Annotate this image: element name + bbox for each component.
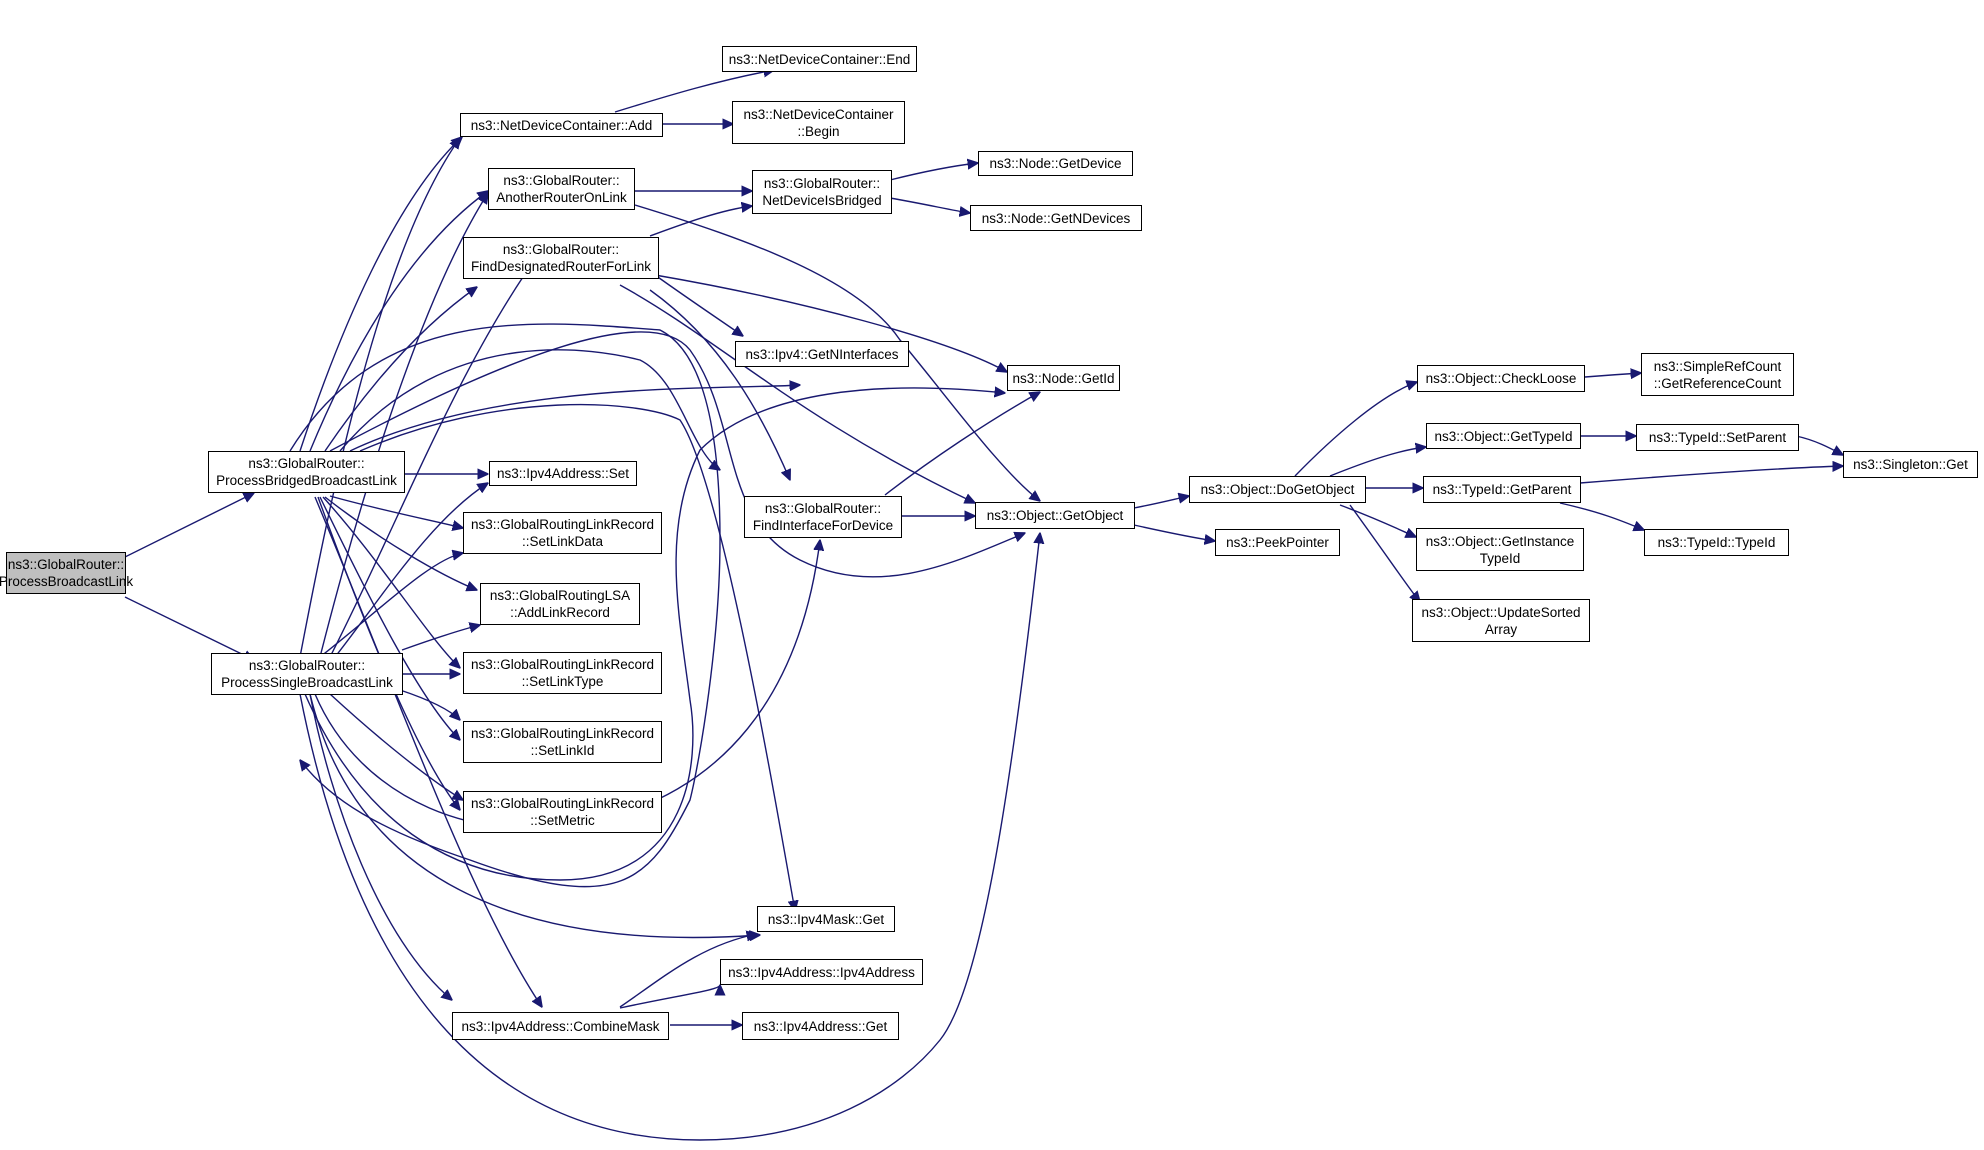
edge-getobject-peekpointer (1133, 524, 1215, 541)
node-typeid-setparent: ns3::TypeId::SetParent (1636, 424, 1799, 451)
node-node-getdevice: ns3::Node::GetDevice (978, 151, 1133, 176)
edge-bridged-setlinktype (322, 496, 460, 668)
node-object-dogetobject: ns3::Object::DoGetObject (1189, 476, 1366, 503)
edge-dogetobject-getinstancetypeid (1339, 504, 1416, 537)
node-ipv4-getninterfaces: ns3::Ipv4::GetNInterfaces (735, 341, 909, 367)
edge-bridged-getid2 (349, 385, 800, 452)
edge-getparent-typeid (1559, 502, 1644, 530)
node-setlinkid: ns3::GlobalRoutingLinkRecord ::SetLinkId (463, 721, 662, 763)
edge-bridged-add (299, 137, 462, 452)
edge-single-ipv4maskget (309, 693, 760, 937)
node-addlinkrecord: ns3::GlobalRoutingLSA ::AddLinkRecord (480, 583, 640, 625)
edge-ndib-getndevices (889, 197, 970, 213)
node-find-interface-for-device: ns3::GlobalRouter:: FindInterfaceForDevi… (744, 496, 902, 538)
edge-combinemask-ipv4address (619, 985, 720, 1009)
edge-single-getobject (299, 533, 1040, 1141)
edge-getparent-singleton (1579, 466, 1843, 484)
edge-single-set (334, 483, 488, 658)
edge-single-addlinkrecord (401, 625, 480, 651)
node-process-bridged-broadcast-link: ns3::GlobalRouter:: ProcessBridgedBroadc… (208, 451, 405, 493)
node-combinemask: ns3::Ipv4Address::CombineMask (452, 1012, 669, 1040)
node-typeid-getparent: ns3::TypeId::GetParent (1423, 476, 1581, 503)
edge-checkloose-refcount (1584, 373, 1641, 377)
node-ipv4address-ipv4address: ns3::Ipv4Address::Ipv4Address (720, 959, 923, 985)
edge-dogetobject-updatesortedarray (1349, 504, 1420, 602)
node-object-checkloose: ns3::Object::CheckLoose (1417, 365, 1585, 392)
node-netdevicecontainer-begin: ns3::NetDeviceContainer ::Begin (732, 101, 905, 144)
edge-another-getobject (634, 204, 1040, 501)
edge-ndib-getdevice (889, 163, 978, 181)
node-peekpointer: ns3::PeekPointer (1215, 529, 1340, 556)
node-node-getndevices: ns3::Node::GetNDevices (970, 205, 1142, 231)
edge-pbl-bridged (124, 493, 254, 558)
node-object-gettypeid: ns3::Object::GetTypeId (1426, 423, 1581, 449)
edge-single-setlinkdata (319, 553, 463, 658)
edge-dogetobject-gettypeid (1329, 447, 1426, 477)
edge-bridged-fdr (324, 287, 477, 452)
edge-bridged-another (309, 191, 488, 452)
edge-bridged-getobject (329, 331, 1025, 578)
node-netdevicecontainer-end: ns3::NetDeviceContainer::End (722, 46, 917, 72)
node-netdevicecontainer-add: ns3::NetDeviceContainer::Add (460, 113, 663, 137)
node-ipv4mask-get: ns3::Ipv4Mask::Get (757, 906, 895, 932)
node-setlinktype: ns3::GlobalRoutingLinkRecord ::SetLinkTy… (463, 652, 662, 694)
edge-single-combinemask (309, 693, 452, 1000)
edge-single-getid (304, 388, 1005, 881)
node-process-single-broadcast-link: ns3::GlobalRouter:: ProcessSingleBroadca… (211, 653, 403, 695)
edge-fdr-fifd (649, 289, 790, 480)
edge-pbl-single (124, 596, 254, 660)
edge-bridged-combinemask (314, 496, 542, 1007)
edge-single-another (319, 193, 488, 658)
edge-fdr-getninterfaces (654, 274, 743, 336)
edge-bridged-setlinkid (319, 496, 460, 740)
edge-bridged-addlinkrecord (324, 496, 477, 590)
edge-getobject-dogetobject (1133, 496, 1189, 509)
edge-bridged-getid (289, 323, 721, 888)
node-ipv4address-get: ns3::Ipv4Address::Get (742, 1012, 899, 1040)
edge-fifd-getid (884, 392, 1040, 496)
node-object-updatesortedarray: ns3::Object::UpdateSorted Array (1412, 599, 1590, 642)
edge-combinemask-ipv4maskget (619, 934, 757, 1008)
edge-single-setmetric (329, 693, 463, 800)
edge-dogetobject-checkloose (1294, 382, 1417, 477)
edge-fdr-getid (654, 274, 1007, 372)
node-process-broadcast-link: ns3::GlobalRouter:: ProcessBroadcastLink (0, 552, 133, 594)
edge-bridged-ipv4maskget (359, 403, 795, 911)
node-ipv4address-set: ns3::Ipv4Address::Set (489, 461, 637, 486)
node-object-getinstancetypeid: ns3::Object::GetInstance TypeId (1416, 528, 1584, 571)
node-simplerefcount-getreferencecount: ns3::SimpleRefCount ::GetReferenceCount (1641, 353, 1794, 396)
edge-fdr-getobject (619, 284, 975, 503)
edge-single-fdr (329, 247, 544, 658)
node-find-designated-router-for-link: ns3::GlobalRouter:: FindDesignatedRouter… (463, 237, 659, 279)
edge-bridged-fifd (339, 349, 720, 470)
node-setmetric: ns3::GlobalRoutingLinkRecord ::SetMetric (463, 791, 662, 833)
edge-single-add (299, 138, 460, 658)
node-object-getobject: ns3::Object::GetObject (975, 502, 1135, 529)
node-node-getid: ns3::Node::GetId (1007, 365, 1120, 391)
edge-fdr-ndib (649, 206, 752, 237)
node-netdevice-is-bridged: ns3::GlobalRouter:: NetDeviceIsBridged (752, 170, 892, 214)
edge-setparent-singleton (1795, 435, 1843, 455)
edge-add-end (614, 70, 774, 113)
node-singleton-get: ns3::Singleton::Get (1843, 451, 1978, 478)
node-another-router-on-link: ns3::GlobalRouter:: AnotherRouterOnLink (488, 168, 635, 210)
edge-bridged-setlinkdata (329, 495, 463, 528)
node-typeid-typeid: ns3::TypeId::TypeId (1644, 529, 1789, 556)
edge-single-setlinkid (399, 689, 460, 720)
node-setlinkdata: ns3::GlobalRoutingLinkRecord ::SetLinkDa… (463, 512, 662, 554)
